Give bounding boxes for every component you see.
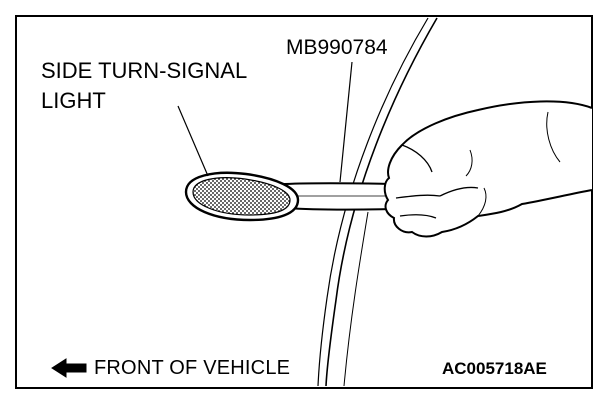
tool-shaft <box>283 182 398 211</box>
leader-line-light <box>177 105 209 177</box>
figure-code: AC005718AE <box>442 359 547 378</box>
tool-number-label: MB990784 <box>286 36 388 59</box>
left-arrow-icon <box>51 358 87 378</box>
hand-crease-1 <box>465 149 473 177</box>
hand <box>383 100 593 238</box>
door-edge-outer <box>325 17 438 387</box>
leader-line-tool <box>339 61 353 183</box>
frame-border <box>15 15 593 389</box>
hand-crease-3 <box>477 187 487 217</box>
hand-thumb-line <box>401 144 433 173</box>
hand-finger-line-2 <box>399 214 437 219</box>
hand-knuckle-line <box>439 186 479 197</box>
part-label-line-1: SIDE TURN-SIGNAL <box>41 58 248 83</box>
door-edge-inner <box>317 17 429 387</box>
turn-signal-light-lens <box>192 177 291 216</box>
door-crease <box>343 211 369 387</box>
hand-finger-line-1 <box>395 194 441 199</box>
hand-crease-2 <box>546 111 561 163</box>
part-label-line-2: LIGHT <box>41 88 106 113</box>
direction-label: FRONT OF VEHICLE <box>94 357 291 379</box>
